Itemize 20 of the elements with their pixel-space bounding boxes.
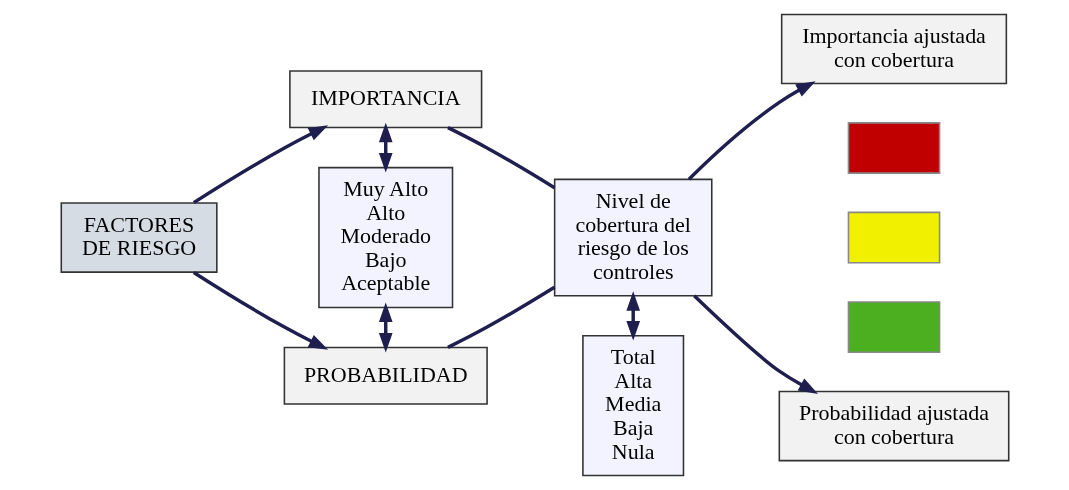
arrow	[378, 122, 393, 173]
node-box: IMPORTANCIA	[288, 70, 482, 129]
node-box: Muy Alto Alto Moderado Bajo Aceptable	[317, 166, 453, 309]
arrow	[192, 125, 328, 205]
node-box: Nivel de cobertura del riesgo de los controles	[553, 178, 713, 297]
arrow	[625, 291, 640, 341]
node-box: PROBABILIDAD	[283, 346, 488, 405]
connector	[446, 285, 555, 349]
arrow	[192, 271, 328, 350]
node-box: Importancia ajustada con cobertura	[780, 13, 1007, 85]
node-box	[847, 211, 940, 264]
connector	[446, 126, 555, 190]
arrow	[692, 294, 818, 394]
arrow	[378, 302, 393, 353]
node-box	[847, 301, 940, 353]
node-box: Total Alta Media Baja Nula	[581, 334, 684, 477]
node-box: FACTORES DE RIESGO	[60, 202, 218, 273]
arrow	[687, 81, 816, 181]
node-box: Probabilidad ajustada con cobertura	[778, 390, 1009, 462]
node-box	[847, 122, 940, 174]
